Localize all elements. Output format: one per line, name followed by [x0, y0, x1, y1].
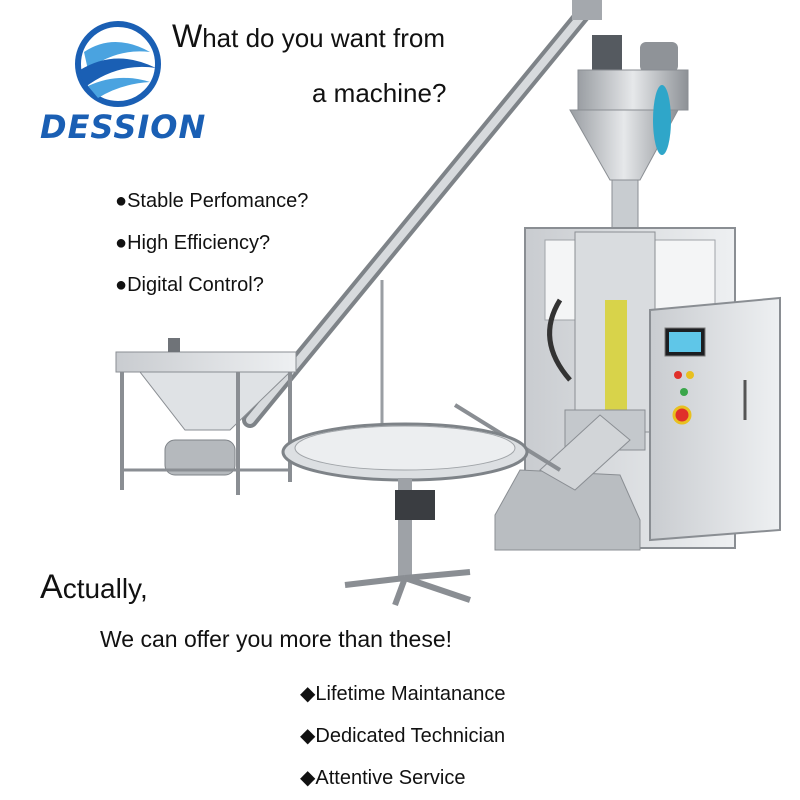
- question-item: ●Digital Control?: [115, 274, 264, 297]
- answer-heading: Actually,: [40, 568, 148, 607]
- control-cabinet: [649, 296, 781, 542]
- diamond-bullet-icon: ◆: [300, 683, 316, 705]
- dot-bullet-icon: ●: [115, 232, 128, 254]
- service-text: Dedicated Technician: [315, 725, 506, 747]
- rotary-table: [281, 422, 529, 607]
- answer-initial: A: [40, 568, 63, 606]
- headline-rest: hat do you want from: [202, 23, 446, 53]
- question-text: High Efficiency?: [127, 232, 271, 254]
- service-text: Attentive Service: [315, 767, 466, 789]
- question-item: ●High Efficiency?: [115, 232, 270, 255]
- offer-text: We can offer you more than these!: [100, 626, 453, 652]
- service-text: Lifetime Maintanance: [315, 683, 506, 705]
- dession-logo-icon: [75, 21, 161, 107]
- question-text: Stable Perfomance?: [127, 190, 309, 212]
- brand-name: DESSION: [40, 108, 207, 146]
- headline-line-1: What do you want from: [172, 18, 445, 55]
- service-item: ◆Attentive Service: [300, 765, 465, 790]
- feed-hopper: [115, 338, 297, 495]
- diamond-bullet-icon: ◆: [300, 725, 316, 747]
- auger-filler: [569, 35, 689, 231]
- dot-bullet-icon: ●: [115, 274, 128, 296]
- diamond-bullet-icon: ◆: [300, 767, 316, 789]
- service-item: ◆Lifetime Maintanance: [300, 681, 506, 706]
- question-text: Digital Control?: [127, 274, 264, 296]
- dot-bullet-icon: ●: [115, 190, 128, 212]
- screw-conveyor: [242, 0, 602, 440]
- headline-initial: W: [172, 18, 203, 54]
- question-item: ●Stable Perfomance?: [115, 190, 308, 213]
- service-item: ◆Dedicated Technician: [300, 723, 505, 748]
- answer-rest: ctually,: [62, 573, 148, 604]
- headline-line-2: a machine?: [312, 78, 447, 108]
- output-conveyor: [453, 403, 641, 551]
